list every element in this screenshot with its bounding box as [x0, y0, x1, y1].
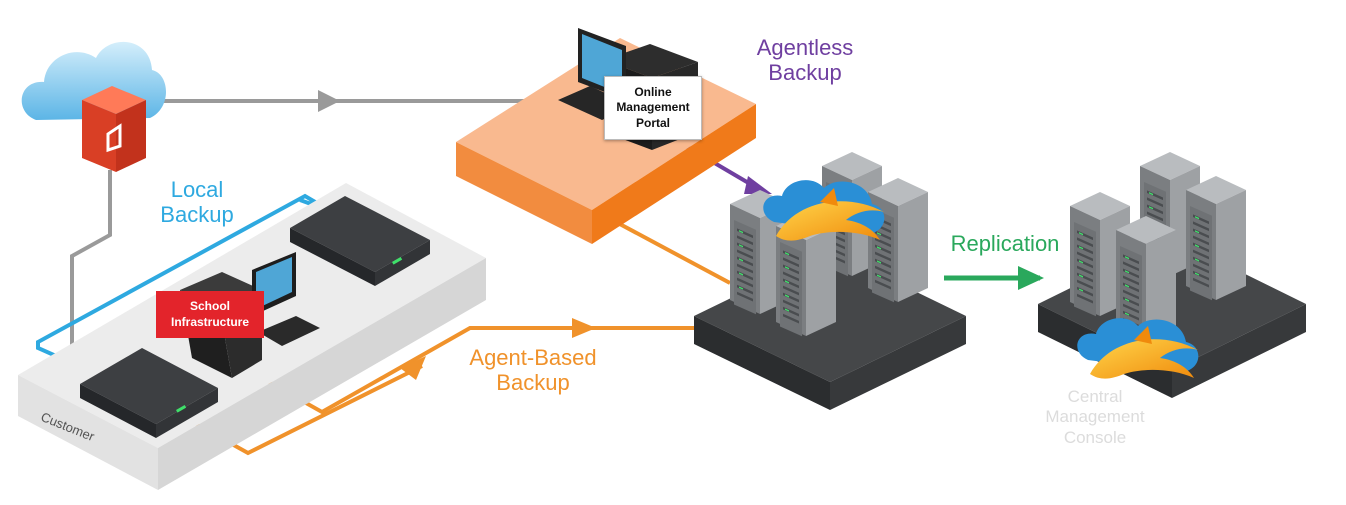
datacenter-main — [694, 152, 966, 410]
customer-workstation — [180, 252, 320, 378]
agentless-backup-label: Agentless Backup — [756, 35, 854, 85]
dolphin-icon — [763, 180, 885, 241]
school-infrastructure-box: School Infrastructure — [156, 291, 264, 338]
agent-based-backup-label: Agent-Based Backup — [469, 345, 597, 395]
server-icon — [868, 178, 928, 302]
office-icon — [82, 86, 146, 172]
central-console-label: Central Management Console — [1045, 387, 1145, 447]
cloud-link-arrowhead — [318, 90, 340, 112]
keyboard-icon — [258, 316, 320, 346]
online-management-portal-box: Online Management Portal — [604, 76, 702, 140]
appliance-customer — [80, 348, 218, 438]
agent-based-arrowhead-top — [572, 318, 596, 338]
server-icon — [1186, 176, 1246, 300]
agent-based-arrowhead-bottom — [400, 356, 426, 380]
local-backup-label: Local Backup — [160, 177, 234, 227]
dolphin-icon — [1077, 318, 1199, 379]
appliance-local — [290, 196, 430, 286]
replication-label: Replication — [950, 231, 1060, 256]
replication-line — [944, 266, 1044, 290]
